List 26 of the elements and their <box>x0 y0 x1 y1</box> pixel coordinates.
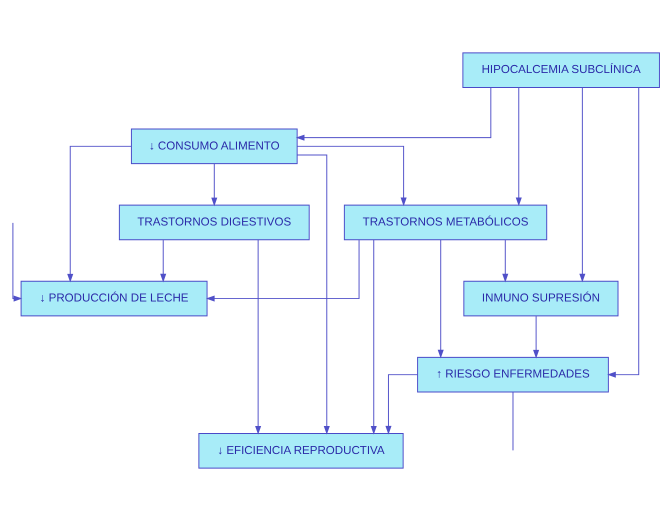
node-box: TRASTORNOS METABÓLICOS <box>344 204 548 240</box>
arrow <box>579 87 586 282</box>
node-box: ↑ RIESGO ENFERMEDADES <box>417 356 609 392</box>
arrow <box>516 87 522 206</box>
arrow <box>296 154 330 435</box>
arrow <box>12 222 22 302</box>
arrow <box>296 146 407 206</box>
node-box: ↓ PRODUCCIÓN DE LECHE <box>20 280 208 316</box>
node-box: TRASTORNOS DIGESTIVOS <box>118 204 310 240</box>
arrow <box>67 146 132 283</box>
node-box: HIPOCALCEMIA SUBCLÍNICA <box>462 52 660 88</box>
arrow <box>533 316 540 359</box>
node-box: ↓ CONSUMO ALIMENTO <box>130 128 298 164</box>
arrow <box>438 239 444 358</box>
node-box: INMUNO SUPRESIÓN <box>463 280 618 316</box>
arrow <box>502 240 508 282</box>
arrow <box>160 240 166 282</box>
arrow <box>211 163 218 206</box>
arrow <box>370 240 377 435</box>
arrow <box>206 240 360 302</box>
arrow <box>607 87 640 378</box>
arrow <box>296 87 492 141</box>
arrow <box>255 240 262 435</box>
connector <box>512 392 514 451</box>
node-box: ↓ EFICIENCIA REPRODUCTIVA <box>198 432 404 469</box>
arrow <box>385 374 418 435</box>
